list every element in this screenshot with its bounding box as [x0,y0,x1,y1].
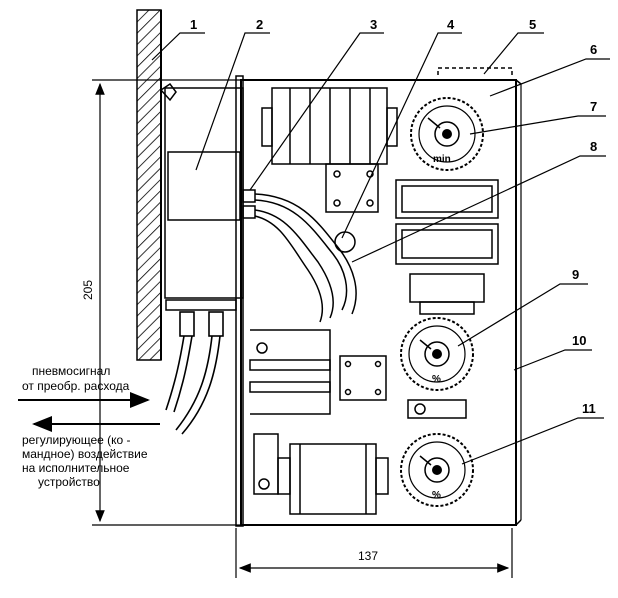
mounting-bracket [159,82,244,311]
output-signal-line4: устройство [38,475,100,489]
output-signal-line1: регулирующее (ко - [22,433,131,447]
internal-tubes [242,189,357,323]
callout-leaders [151,32,610,465]
setpoint-dial-top: min [410,97,484,171]
width-dimension [235,528,513,578]
input-signal-line2: от преобр. расхода [22,379,130,393]
callout-8: 8 [590,139,597,154]
device-housing [235,67,522,527]
signal-arrows [18,392,160,432]
callout-5: 5 [529,17,536,32]
dial-bottom-label: % [432,490,441,501]
callout-9: 9 [572,267,579,282]
callout-1: 1 [190,17,197,32]
height-dimension [92,79,242,526]
output-signal-line2: мандное) воздействие [22,447,148,461]
callout-7: 7 [590,99,597,114]
callout-3: 3 [370,17,377,32]
height-dimension-value: 205 [81,280,95,300]
dial-top-label: min [433,154,451,165]
amplifier-block [249,329,467,419]
input-signal-line1: пневмосигнал [32,364,110,378]
width-dimension-value: 137 [358,549,378,563]
callout-4: 4 [447,17,455,32]
callout-10: 10 [572,333,586,348]
wall [136,9,162,361]
setpoint-dial-bottom: % [400,433,474,507]
dial-middle-label: % [432,374,441,385]
callout-11: 11 [582,401,596,416]
callout-6: 6 [590,42,597,57]
pneumatic-hoses [165,311,224,435]
relay-block [261,87,398,213]
output-signal-line3: на исполнительное [22,461,130,475]
callout-2: 2 [256,17,263,32]
filter-block [253,433,389,515]
setpoint-dial-middle: % [400,317,474,391]
indicator-windows [395,179,499,315]
